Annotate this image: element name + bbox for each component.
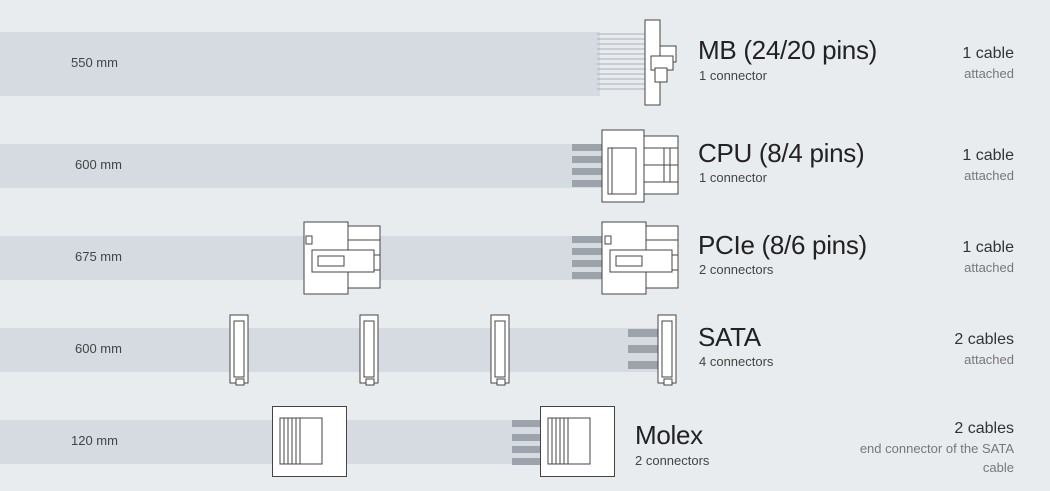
sata-connector-icon-2 <box>359 314 379 386</box>
cable-connectors-cpu: 1 connector <box>699 170 767 185</box>
cable-status-pcie: attached <box>964 260 1014 275</box>
cable-length-mb: 550 mm <box>71 55 118 70</box>
cpu-connector-icon <box>572 129 679 203</box>
cable-count-molex: 2 cables <box>954 420 1014 437</box>
cable-connectors-molex: 2 connectors <box>635 453 710 468</box>
sata-connector-icon-3 <box>490 314 510 386</box>
cable-length-molex: 120 mm <box>71 433 118 448</box>
cable-title-molex: Molex <box>635 420 703 450</box>
cable-band-sata <box>0 328 662 372</box>
cable-title-cpu: CPU (8/4 pins) <box>698 138 865 168</box>
cable-count-pcie: 1 cable <box>962 239 1014 256</box>
molex-connector-icon-1 <box>272 406 347 477</box>
sata-connector-icon-4 <box>628 314 677 386</box>
cable-band-mb <box>0 32 600 96</box>
cable-count-sata: 2 cables <box>954 331 1014 348</box>
cable-length-sata: 600 mm <box>75 341 122 356</box>
molex-connector-icon-2 <box>512 406 615 477</box>
cable-count-mb: 1 cable <box>962 45 1014 62</box>
cable-title-pcie: PCIe (8/6 pins) <box>698 230 867 260</box>
cable-title-sata: SATA <box>698 322 761 352</box>
cable-length-pcie: 675 mm <box>75 249 122 264</box>
cable-connectors-mb: 1 connector <box>699 68 767 83</box>
cable-status-cpu: attached <box>964 168 1014 183</box>
cable-connectors-pcie: 2 connectors <box>699 262 774 277</box>
cable-length-cpu: 600 mm <box>75 157 122 172</box>
cable-status-mb: attached <box>964 66 1014 81</box>
cable-status-sata: attached <box>964 352 1014 367</box>
pcie-connector-icon-2 <box>572 221 679 295</box>
cable-count-cpu: 1 cable <box>962 147 1014 164</box>
pcie-connector-icon-1 <box>303 221 381 295</box>
cable-connectors-sata: 4 connectors <box>699 354 774 369</box>
cable-band-pcie <box>0 236 605 280</box>
mb-connector-icon <box>597 19 677 106</box>
cable-band-cpu <box>0 144 605 188</box>
cable-title-mb: MB (24/20 pins) <box>698 35 878 65</box>
sata-connector-icon-1 <box>229 314 249 386</box>
cable-status-molex: end connector of the SATA cable <box>859 441 1014 475</box>
